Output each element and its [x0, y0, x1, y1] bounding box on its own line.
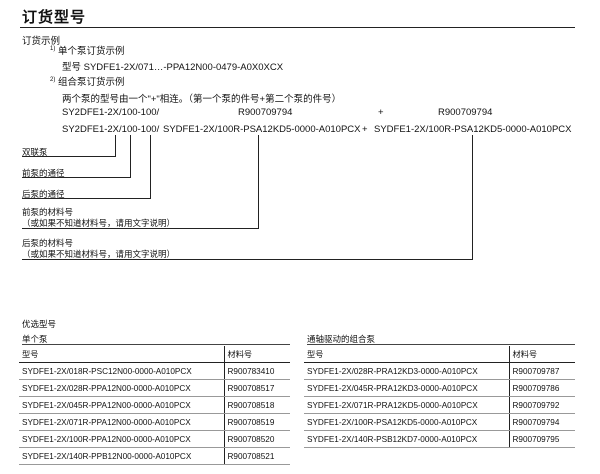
example-heading: 订货示例	[22, 36, 61, 47]
combo-line1-prefix: SY2DFE1-2X/100-100/	[62, 107, 160, 118]
combo-line2: SY2DFE1-2X/100-100/	[62, 124, 159, 135]
title-divider	[20, 27, 575, 28]
combo-line2-dash: -	[137, 124, 141, 135]
material-cell: R900708520	[223, 430, 290, 448]
model-cell: SYDFE1-2X/045R-PPA12N00-0000-A010PCX	[19, 396, 224, 414]
table-header-row: 型号 材料号	[304, 346, 575, 363]
combo-line2-rear-model: SYDFE1-2X/100R-PSA12KD5-0000-A010PCX	[374, 124, 572, 135]
combo-example-heading: 2) 组合泵订货示例	[50, 74, 125, 88]
combo-line1-part1: R900709794	[238, 107, 293, 118]
connector-front-material-vertical	[258, 135, 259, 228]
callout-rear-material-note: （或如果不知道材料号，请用文字说明）	[22, 249, 176, 259]
callout-double-pump: 双联泵	[22, 147, 48, 157]
combo-line2-rear-size: 100	[140, 124, 157, 135]
column-header-material: 材料号	[508, 346, 575, 363]
material-cell: R900709794	[508, 413, 575, 431]
footnote-2: 2)	[50, 76, 56, 83]
callout-front-size: 前泵的通径	[22, 168, 65, 178]
combo-line2-plus: +	[362, 124, 368, 135]
model-cell: SYDFE1-2X/071R-PPA12N00-0000-A010PCX	[19, 413, 224, 431]
model-cell: SYDFE1-2X/100R-PSA12KD5-0000-A010PCX	[304, 413, 509, 431]
single-pump-table: 型号 材料号 SYDFE1-2X/018R-PSC12N00-0000-A010…	[19, 346, 290, 465]
connector-front-material-horizontal	[22, 228, 259, 229]
column-header-material: 材料号	[223, 346, 290, 363]
combo-line2-prefix: SY2DFE1-2X/	[62, 124, 122, 135]
page-title: 订货型号	[22, 9, 87, 26]
model-cell: SYDFE1-2X/018R-PSC12N00-0000-A010PCX	[19, 362, 224, 380]
connector-double-vertical	[115, 135, 116, 156]
combo-caption-rule	[307, 344, 575, 345]
material-cell: R900708519	[223, 413, 290, 431]
connector-front-size-horizontal	[22, 177, 131, 178]
combo-example-title: 组合泵订货示例	[57, 77, 125, 88]
single-example-heading: 1) 单个泵订货示例	[50, 43, 125, 57]
column-header-model: 型号	[304, 346, 509, 363]
single-caption-rule	[22, 344, 290, 345]
model-cell: SYDFE1-2X/140R-PSB12KD7-0000-A010PCX	[304, 430, 509, 448]
table-header-row: 型号 材料号	[19, 346, 290, 363]
material-cell: R900708518	[223, 396, 290, 414]
model-cell: SYDFE1-2X/140R-PPB12N00-0000-A010PCX	[19, 447, 224, 465]
material-cell: R900783410	[223, 362, 290, 380]
combo-line1-part2: R900709794	[438, 107, 493, 118]
footnote-1: 1)	[50, 45, 56, 52]
material-cell: R900709787	[508, 362, 575, 380]
model-cell: SYDFE1-2X/028R-PPA12N00-0000-A010PCX	[19, 379, 224, 397]
model-cell: SYDFE1-2X/028R-PRA12KD3-0000-A010PCX	[304, 362, 509, 380]
connector-rear-size-horizontal	[22, 198, 151, 199]
connector-double-horizontal	[22, 156, 116, 157]
material-cell: R900708521	[223, 447, 290, 465]
single-example-title: 单个泵订货示例	[57, 46, 125, 57]
connector-rear-material-vertical	[472, 135, 473, 259]
connector-rear-material-horizontal	[22, 259, 473, 260]
material-cell: R900709786	[508, 379, 575, 397]
callout-rear-material: 后泵的材料号	[22, 238, 74, 248]
combo-line2-front-model: SYDFE1-2X/100R-PSA12KD5-0000-A010PCX	[163, 124, 361, 135]
column-header-model: 型号	[19, 346, 224, 363]
connector-front-size-vertical	[130, 135, 131, 177]
model-cell: SYDFE1-2X/100R-PPA12N00-0000-A010PCX	[19, 430, 224, 448]
connector-rear-size-vertical	[150, 135, 151, 198]
material-cell: R900709795	[508, 430, 575, 448]
combo-line1-plus: +	[378, 107, 384, 118]
model-cell: SYDFE1-2X/045R-PRA12KD3-0000-A010PCX	[304, 379, 509, 397]
single-pump-caption: 单个泵	[22, 334, 48, 344]
material-cell: R900708517	[223, 379, 290, 397]
model-cell: SYDFE1-2X/071R-PRA12KD5-0000-A010PCX	[304, 396, 509, 414]
combo-description: 两个泵的型号由一个"+"相连。（第一个泵的件号+第二个泵的件号）	[62, 94, 342, 105]
combo-pump-caption: 通轴驱动的组合泵	[307, 334, 376, 344]
preferred-heading: 优选型号	[22, 319, 57, 329]
single-example-model: 型号 SYDFE1-2X/071…-PPA12N00-0479-A0X0XCX	[62, 62, 284, 73]
callout-rear-size: 后泵的通径	[22, 189, 65, 199]
callout-front-material-note: （或如果不知道材料号，请用文字说明）	[22, 218, 176, 228]
combo-line2-slash: /	[156, 124, 160, 135]
combo-line2-front-size: 100	[121, 124, 138, 135]
combo-pump-table: 型号 材料号 SYDFE1-2X/028R-PRA12KD3-0000-A010…	[304, 346, 575, 448]
material-cell: R900709792	[508, 396, 575, 414]
callout-front-material: 前泵的材料号	[22, 207, 74, 217]
